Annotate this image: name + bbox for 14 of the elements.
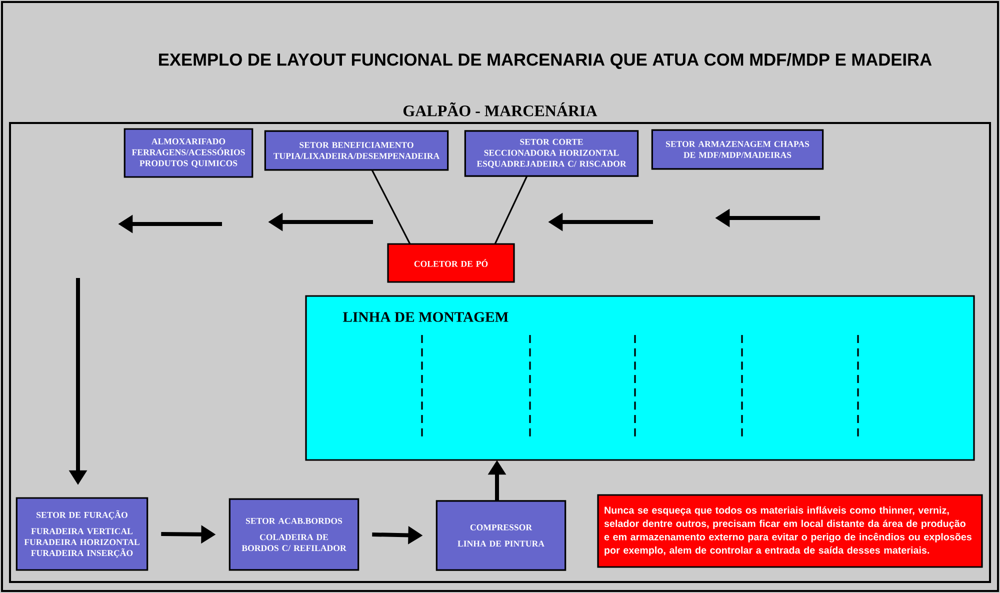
connector-line xyxy=(494,176,528,244)
sector-box: SETOR CORTE SECCIONADORA HORIZONTAL ESQUADREJADEIRA C/ RISCADOR xyxy=(464,130,639,177)
title: EXEMPLO DE LAYOUT FUNCIONAL DE MARCENARIA QUE ATUA COM MDF/MDP E MADEIRA xyxy=(159,53,932,69)
assembly-line-area: LINHA DE MONTAGEM xyxy=(305,295,975,461)
connector-line xyxy=(371,170,411,244)
collector-box: COLETOR DE PÓ xyxy=(387,243,515,283)
sector-box: SETOR ARMAZENAGEM CHAPAS DE MDF/MDP/MADEIRAS xyxy=(651,129,824,170)
sector-box: ALMOXARIFADO FERRAGENS/ACESSÓRIOS PRODUTOS QUIMICOS xyxy=(124,128,254,178)
sector-box: SETOR DE FURAÇÃO FURADEIRA VERTICAL FURADEIRA HORIZONTAL FURADEIRA INSERÇÃO xyxy=(16,497,148,571)
warning-note: Nunca se esqueça que todos os materiais infláveis como thinner, verniz, selador dentre outros, precisam ficar em local distante da área de produção e em armazenamento externo para evitar o perigo de incêndios ou explosões por exemplo, alem de controlar a entrada de saída desses materiais. xyxy=(597,494,983,568)
sector-box: COMPRESSOR LINHA DE PINTURA xyxy=(436,500,566,571)
node-label: GALPÃO - MARCENÁRIA xyxy=(403,102,598,116)
sector-box: SETOR BENEFICIAMENTO TUPIA/LIXADEIRA/DESEMPENADEIRA xyxy=(264,130,449,171)
sector-box: SETOR ACAB.BORDOS COLADEIRA DE BORDOS C/ REFILADOR xyxy=(228,498,360,571)
